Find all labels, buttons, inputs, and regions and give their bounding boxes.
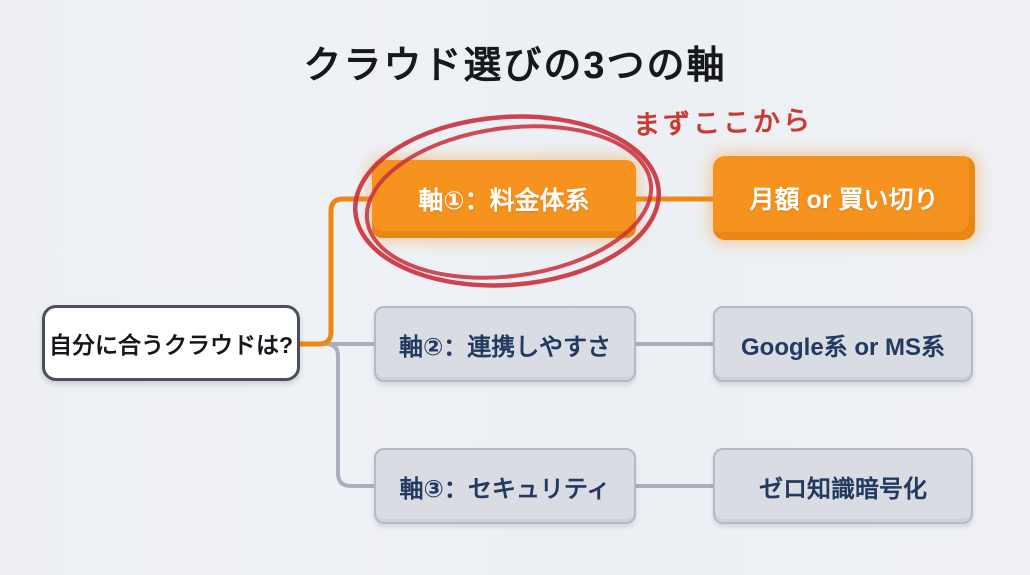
axis-3-box: 軸③：セキュリティ <box>374 448 636 524</box>
connector-root-axis3 <box>296 342 380 488</box>
page-title: クラウド選びの3つの軸 <box>303 45 727 87</box>
axis-1-result-box: 月額 or 買い切り <box>713 156 975 240</box>
axis-1-box: 軸①：料金体系 <box>372 160 636 238</box>
root-question-label: 自分に合うクラウドは? <box>48 332 294 358</box>
start-here-annotation: まずここから <box>632 105 814 141</box>
axis-2-result-label: Google系 or MS系 <box>741 333 945 361</box>
axis-2-label: 軸②：連携しやすさ <box>398 333 612 361</box>
axis-3-result-box: ゼロ知識暗号化 <box>713 448 973 524</box>
axis-3-label: 軸③：セキュリティ <box>399 475 611 503</box>
axis-3-result-label: ゼロ知識暗号化 <box>759 475 927 503</box>
axis-2-box: 軸②：連携しやすさ <box>374 306 636 382</box>
axis-2-result-box: Google系 or MS系 <box>713 306 973 382</box>
connector-root-axis1 <box>295 196 379 347</box>
root-question-box: 自分に合うクラウドは? <box>42 305 300 381</box>
axis-1-label: 軸①：料金体系 <box>418 187 590 215</box>
axis-1-result-label: 月額 or 買い切り <box>749 186 939 214</box>
